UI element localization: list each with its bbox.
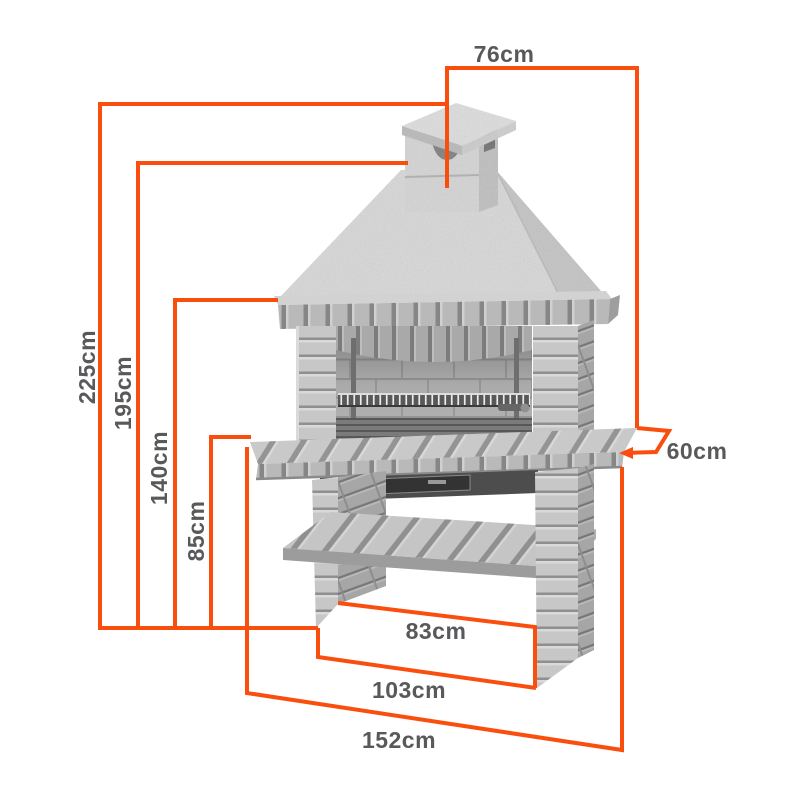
- dimension-line-mantel-height: [173, 298, 278, 628]
- mantel-brick-row: [278, 299, 610, 329]
- mantel-ledge: [274, 291, 620, 329]
- shelf-depth-arrowhead: [619, 447, 633, 459]
- right-leg: [535, 464, 594, 688]
- stucco-texture: [280, 103, 601, 297]
- worktop-front-face: [256, 452, 624, 480]
- dimension-label-worktop-height: 85cm: [183, 500, 209, 562]
- mantel-right-tip: [608, 295, 620, 324]
- dimension-label-shelf-depth: 60cm: [666, 438, 728, 464]
- dimension-line-overall-width: [245, 447, 624, 753]
- worktop-top-surface: [250, 428, 637, 464]
- dimension-label-overall-width: 152cm: [361, 727, 437, 753]
- grate-handle: [498, 404, 524, 411]
- right-leg-side: [578, 464, 594, 658]
- lower-shelf-front-edge: [283, 548, 549, 579]
- dimension-line-inner-width: [337, 601, 537, 688]
- dimension-label-hood-top-height: 195cm: [110, 355, 136, 431]
- dimension-line-leg-span-width: [316, 628, 537, 690]
- mantel-slab: [274, 291, 612, 305]
- grill-support-left: [351, 338, 356, 428]
- dimension-label-mantel-height: 140cm: [146, 430, 172, 506]
- worktop: [250, 428, 637, 481]
- dimension-label-leg-span-width: 103cm: [371, 677, 447, 703]
- firebox-right-pillar-side: [578, 320, 594, 460]
- dimension-line-chimney-width: [445, 66, 639, 428]
- firebox-arch: [336, 326, 532, 362]
- dimension-label-total-height: 225cm: [74, 329, 100, 405]
- lower-shelf-top: [283, 512, 596, 567]
- dimension-line-hood-top-height: [136, 161, 408, 628]
- dimension-lines: [98, 66, 673, 753]
- right-leg-front: [535, 468, 578, 688]
- dimension-label-inner-width: 83cm: [405, 618, 467, 644]
- grill-grate: [338, 393, 530, 413]
- firebox: [296, 320, 594, 460]
- grill-support-right: [514, 338, 519, 428]
- firebox-left-pillar: [296, 326, 336, 458]
- dimension-line-shelf-depth: [623, 426, 673, 455]
- dimension-label-chimney-width: 76cm: [473, 41, 535, 67]
- dimension-line-worktop-height: [209, 435, 251, 628]
